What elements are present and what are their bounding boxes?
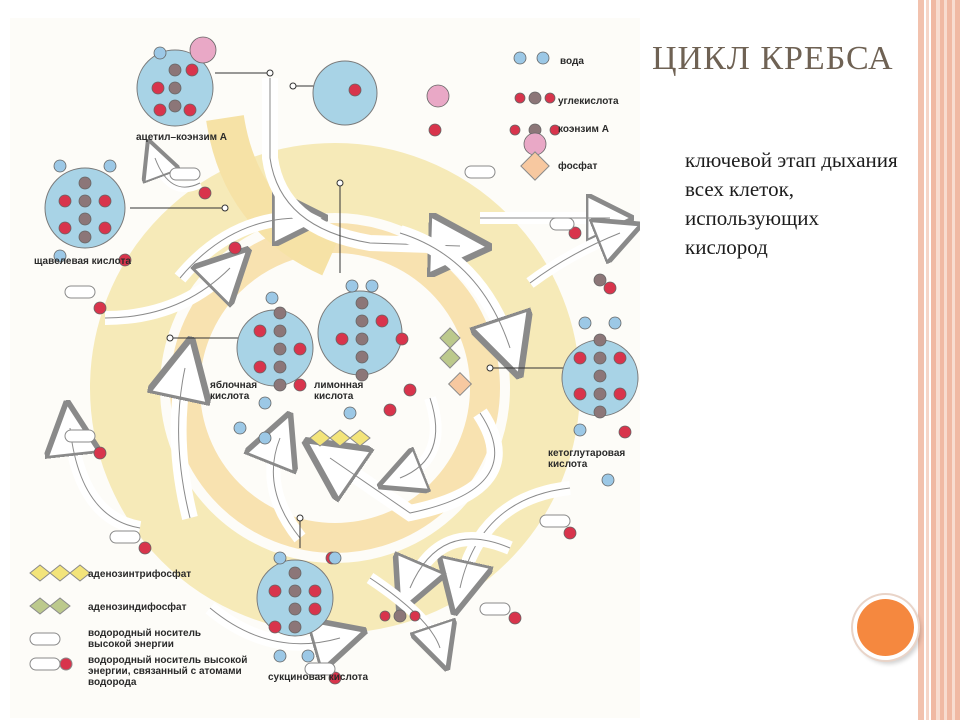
legend-carrier-h-label-2: энергии, связанный с атомами bbox=[88, 666, 242, 677]
citric-label-2: кислота bbox=[314, 391, 354, 402]
legend-carrier-label-2: высокой энергии bbox=[88, 639, 174, 650]
cycle-arrows bbox=[70, 78, 620, 648]
hydrogen-carriers bbox=[29, 165, 575, 676]
legend-carrier-h-label-1: водородный носитель высокой bbox=[88, 655, 247, 666]
citric-label-1: лимонная bbox=[314, 380, 364, 391]
energy-shapes bbox=[29, 151, 550, 615]
ketoglutaric-label-2: кислота bbox=[548, 459, 588, 470]
diagram-canvas: вода углекислота коэнзим А фосфат ацетил… bbox=[10, 18, 640, 718]
legend-atp-label: аденозинтрифосфат bbox=[88, 568, 191, 580]
legend-adp-label: аденозиндифосфат bbox=[88, 601, 187, 613]
legend-carrier-h-label-3: водорода bbox=[88, 677, 137, 688]
slide-body-text: ключевой этап дыхания всех клеток, испол… bbox=[685, 148, 898, 259]
oxaloacetic-label: щавелевая кислота bbox=[34, 256, 131, 267]
succinic-label: сукциновая кислота bbox=[268, 672, 368, 683]
krebs-cycle-diagram: вода углекислота коэнзим А фосфат ацетил… bbox=[10, 18, 640, 718]
slide-title: ЦИКЛ КРЕБСА bbox=[652, 40, 894, 77]
atoms bbox=[53, 36, 632, 685]
border-stripe bbox=[944, 0, 947, 720]
decorative-orange-circle bbox=[857, 599, 914, 656]
border-stripe bbox=[936, 0, 940, 720]
border-stripe bbox=[926, 0, 929, 720]
acetyl-coa-label: ацетил–коэнзим А bbox=[136, 132, 227, 143]
border-stripe bbox=[952, 0, 955, 720]
legend-carrier-label-1: водородный носитель bbox=[88, 628, 201, 639]
legend-phosphate-label: фосфат bbox=[558, 160, 597, 172]
ketoglutaric-label-1: кетоглутаровая bbox=[548, 448, 625, 459]
malic-label-1: яблочная bbox=[210, 379, 257, 391]
border-stripe bbox=[918, 0, 924, 720]
connector-lines bbox=[130, 69, 565, 548]
malic-label-2: кислота bbox=[210, 391, 250, 402]
legend-water-label: вода bbox=[560, 56, 584, 67]
legend-coenzyme-label: коэнзим А bbox=[558, 124, 609, 135]
acetyl-entry-band bbox=[206, 114, 339, 276]
outer-cycle-ring bbox=[90, 143, 580, 633]
legend-co2-label: углекислота bbox=[558, 96, 619, 107]
